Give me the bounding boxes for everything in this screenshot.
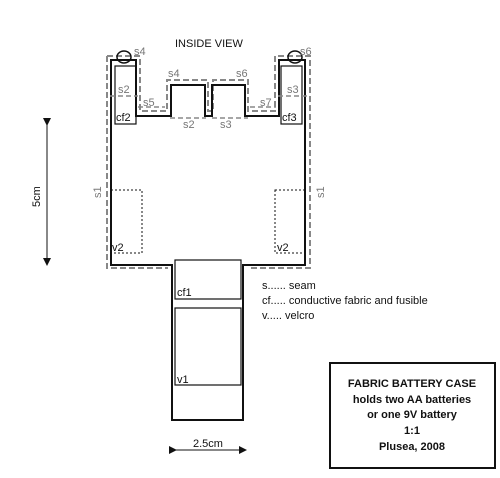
seam-label-s1-right: s1 xyxy=(315,186,327,198)
legend-conductive-fabric: cf..... conductive fabric and fusible xyxy=(262,295,428,307)
height-dimension-label: 5cm xyxy=(31,186,43,207)
width-dimension-label: 2.5cm xyxy=(193,438,223,450)
seam-label-s3-mid: s3 xyxy=(220,119,232,131)
seam-label-s4-mid: s4 xyxy=(168,68,180,80)
cf2-box xyxy=(114,65,137,125)
cf3-label: cf3 xyxy=(282,112,297,124)
v2-right-box xyxy=(274,189,306,254)
legend-velcro: v..... velcro xyxy=(262,310,314,322)
v1-label: v1 xyxy=(177,374,189,386)
seam-label-s2-left: s2 xyxy=(118,84,130,96)
view-title: INSIDE VIEW xyxy=(175,38,243,50)
cf1-box xyxy=(174,259,242,300)
cf1-label: cf1 xyxy=(177,287,192,299)
cut-outline xyxy=(110,59,306,421)
v2-left-box xyxy=(110,189,143,254)
left-loop xyxy=(116,50,132,64)
info-title: FABRIC BATTERY CASE xyxy=(348,378,476,390)
cf2-label: cf2 xyxy=(116,112,131,124)
info-line-aa: holds two AA batteries xyxy=(353,394,471,406)
seam-label-s5: s5 xyxy=(143,97,155,109)
info-line-9v: or one 9V battery xyxy=(367,409,458,421)
right-loop xyxy=(287,50,303,64)
info-author: Plusea, 2008 xyxy=(379,441,445,453)
seam-label-s4-left: s4 xyxy=(134,46,146,58)
seam-label-s7: s7 xyxy=(260,97,272,109)
info-scale: 1:1 xyxy=(404,425,420,437)
seam-label-s1-left: s1 xyxy=(92,186,104,198)
v2-left-label: v2 xyxy=(112,242,124,254)
seam-label-s2-mid: s2 xyxy=(183,119,195,131)
seam-label-s3-right: s3 xyxy=(287,84,299,96)
seam-label-s6-mid: s6 xyxy=(236,68,248,80)
seam-outline-left xyxy=(106,56,168,269)
cf3-box xyxy=(280,65,303,125)
v1-box xyxy=(174,307,242,386)
v2-right-label: v2 xyxy=(277,242,289,254)
info-box xyxy=(329,362,496,469)
seam-label-s6-right: s6 xyxy=(300,46,312,58)
legend-seam: s...... seam xyxy=(262,280,316,292)
